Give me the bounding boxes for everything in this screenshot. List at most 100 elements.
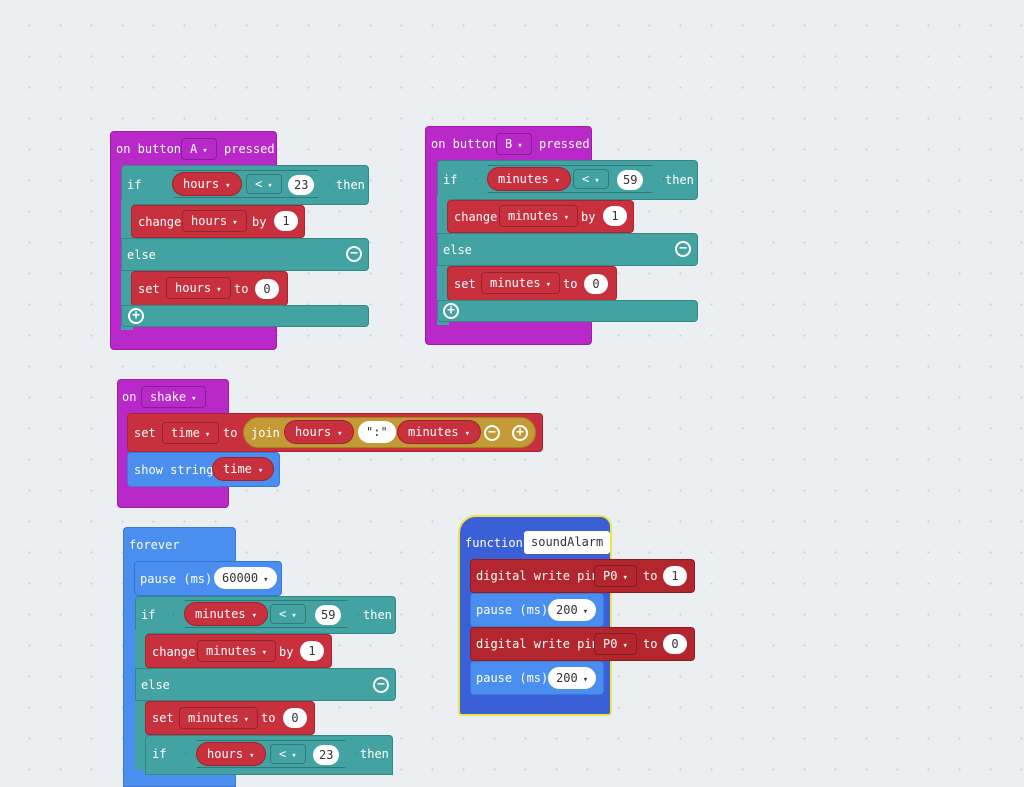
chevron-down-icon: ▾ — [554, 176, 560, 186]
number-input[interactable]: 0 — [255, 279, 279, 299]
chevron-down-icon: ▾ — [267, 181, 273, 191]
event-label-pressed: pressed — [539, 137, 590, 151]
chevron-down-icon: ▾ — [291, 611, 297, 621]
number-input[interactable]: 23 — [313, 745, 340, 765]
then-label: then — [360, 747, 389, 761]
pause-value-dropdown[interactable]: 200▾ — [548, 599, 597, 621]
else-label: else — [141, 678, 170, 692]
chevron-down-icon: ▾ — [594, 176, 600, 186]
then-label: then — [363, 608, 392, 622]
operator-dropdown[interactable]: <▾ — [573, 169, 609, 189]
else-bar — [121, 238, 369, 271]
number-input[interactable]: 1 — [663, 566, 687, 586]
dropdown-value: P0 — [603, 569, 618, 583]
variable-pill[interactable]: minutes ▾ — [487, 167, 571, 191]
chevron-down-icon: ▾ — [251, 611, 257, 621]
chevron-down-icon: ▾ — [202, 146, 208, 156]
change-label: change — [152, 645, 196, 659]
variable-dropdown[interactable]: hours▾ — [182, 210, 247, 232]
button-a-dropdown[interactable]: A▾ — [181, 138, 217, 160]
chevron-down-icon: ▾ — [563, 213, 569, 223]
chevron-down-icon: ▾ — [216, 285, 222, 295]
variable-name: hours — [295, 425, 332, 439]
variable-dropdown[interactable]: minutes ▾ — [499, 205, 578, 227]
dropdown-value: minutes — [508, 209, 559, 223]
variable-name: minutes — [195, 607, 246, 621]
number-input[interactable]: 59 — [315, 605, 342, 625]
variable-name: minutes — [498, 172, 549, 186]
dropdown-value: minutes — [188, 711, 239, 725]
add-else-if-icon[interactable]: + — [128, 308, 144, 324]
string-input[interactable]: ":" — [358, 421, 396, 443]
variable-dropdown[interactable]: hours▾ — [166, 277, 231, 299]
event-label: on — [122, 390, 137, 404]
button-b-dropdown[interactable]: B▾ — [496, 133, 532, 155]
remove-else-icon[interactable]: − — [675, 241, 691, 257]
variable-pill[interactable]: hours▾ — [196, 742, 266, 766]
digital-write-block[interactable] — [470, 627, 695, 661]
number-input[interactable]: 0 — [584, 274, 608, 294]
pause-value-dropdown[interactable]: 200▾ — [548, 667, 597, 689]
chevron-down-icon: ▾ — [263, 575, 269, 585]
join-label: join — [251, 426, 280, 440]
function-name-input[interactable]: soundAlarm — [524, 531, 611, 554]
pause-label: pause (ms) — [476, 671, 549, 685]
variable-name: hours — [183, 177, 220, 191]
pin-dropdown[interactable]: P0 ▾ — [594, 565, 637, 587]
chevron-down-icon: ▾ — [622, 573, 628, 583]
variable-dropdown[interactable]: minutes▾ — [179, 707, 258, 729]
number-input[interactable]: 59 — [617, 170, 644, 190]
then-label: then — [336, 178, 365, 192]
variable-pill[interactable]: hours▾ — [284, 420, 354, 444]
dropdown-value: A — [190, 142, 198, 156]
pause-value-dropdown[interactable]: 60000 ▾ — [214, 567, 277, 589]
operator-value: < — [279, 747, 287, 761]
change-label: change — [454, 210, 498, 224]
remove-else-icon[interactable]: − — [346, 246, 362, 262]
variable-pill[interactable]: minutes ▾ — [184, 602, 268, 626]
operator-dropdown[interactable]: <▾ — [270, 604, 306, 624]
chevron-down-icon: ▾ — [261, 648, 267, 658]
remove-else-icon[interactable]: − — [373, 677, 389, 693]
number-input[interactable]: 1 — [603, 206, 627, 226]
to-label: to — [563, 277, 578, 291]
dropdown-value: 200 — [556, 603, 578, 617]
number-input[interactable]: 1 — [300, 641, 324, 661]
number-input[interactable]: 0 — [663, 634, 687, 654]
variable-dropdown[interactable]: minutes▾ — [481, 272, 560, 294]
dropdown-value: minutes — [206, 644, 257, 658]
variable-dropdown[interactable]: minutes ▾ — [197, 640, 276, 662]
chevron-down-icon: ▾ — [622, 641, 628, 651]
to-label: to — [223, 426, 238, 440]
pin-dropdown[interactable]: P0▾ — [594, 633, 637, 655]
operator-value: < — [255, 177, 263, 191]
variable-pill[interactable]: time▾ — [212, 457, 275, 481]
number-input[interactable]: 1 — [274, 211, 298, 231]
remove-item-icon[interactable]: − — [484, 425, 500, 441]
if-label: if — [127, 178, 142, 192]
add-else-if-icon[interactable]: + — [443, 303, 459, 319]
number-input[interactable]: 23 — [288, 175, 315, 195]
chevron-down-icon: ▾ — [257, 466, 264, 476]
chevron-down-icon: ▾ — [464, 429, 470, 439]
function-keyword: function — [465, 536, 523, 550]
event-label: on button — [116, 142, 182, 156]
variable-pill[interactable]: hours▾ — [172, 172, 242, 196]
if-block-footer — [437, 300, 698, 322]
gesture-dropdown[interactable]: shake▾ — [141, 386, 206, 408]
number-input[interactable]: 0 — [283, 708, 307, 728]
variable-pill[interactable]: minutes▾ — [397, 420, 481, 444]
dropdown-value: 60000 — [222, 571, 259, 585]
operator-dropdown[interactable]: <▾ — [246, 174, 282, 194]
dropdown-value: shake — [150, 390, 187, 404]
add-item-icon[interactable]: + — [512, 425, 528, 441]
dropdown-value: time — [171, 426, 200, 440]
digital-write-block[interactable] — [470, 559, 695, 593]
to-label: to — [261, 711, 276, 725]
set-label: set — [454, 277, 476, 291]
dropdown-value: hours — [191, 214, 228, 228]
then-label: then — [665, 173, 694, 187]
operator-dropdown[interactable]: <▾ — [270, 744, 306, 764]
variable-dropdown[interactable]: time▾ — [162, 422, 220, 444]
if-label: if — [443, 173, 458, 187]
